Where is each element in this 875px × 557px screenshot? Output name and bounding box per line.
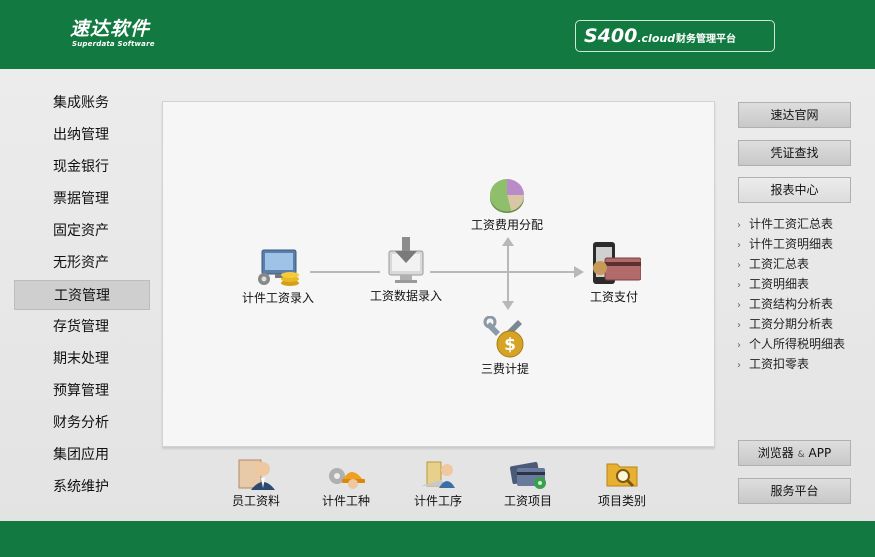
wage-item-icon [509,462,546,489]
tool-employee-info[interactable]: 员工资料 [222,458,290,509]
chevron-right-icon: › [737,300,741,311]
report-link-piece-wage-summary[interactable]: › 计件工资汇总表 [737,214,867,234]
chevron-right-icon: › [737,320,741,331]
flow-piece-wage-entry-label: 计件工资录入 [241,291,314,305]
logo-en-text: Superdata Software [72,40,155,48]
platform-brand: S400.cloud [584,25,675,50]
logo-cn-text: 速达软件 [70,18,151,40]
nav-item-bills[interactable]: 票据管理 [53,191,109,207]
nav-item-intangible-assets[interactable]: 无形资产 [53,255,109,271]
nav-item-payroll[interactable]: 工资管理 [14,280,150,310]
report-label: 工资汇总表 [749,257,810,271]
arrow-up-icon [502,237,514,246]
report-link-piece-wage-detail[interactable]: › 计件工资明细表 [737,234,867,254]
chevron-right-icon: › [737,340,741,351]
browser-app-amp: & [797,450,805,460]
report-link-wage-detail[interactable]: › 工资明细表 [737,274,867,294]
report-label: 计件工资汇总表 [749,217,834,231]
tool-item-category[interactable]: 项目类别 [588,458,656,509]
arrow-down-icon [502,301,514,310]
chevron-right-icon: › [737,360,741,371]
report-label: 工资分期分析表 [749,317,834,331]
nav-item-cash-bank[interactable]: 现金银行 [53,159,109,175]
nav-item-budget[interactable]: 预算管理 [53,383,109,399]
flow-wage-data-entry[interactable]: 工资数据录入 [366,237,446,304]
report-link-income-tax[interactable]: › 个人所得税明细表 [737,334,867,354]
worker-icon [329,468,365,489]
category-search-icon [606,463,638,488]
company-logo: 速达软件 Superdata Software [70,18,155,48]
nav-item-fixed-assets[interactable]: 固定资产 [53,223,109,239]
platform-brand-suffix: .cloud [637,32,676,45]
chevron-right-icon: › [737,260,741,271]
flow-wage-payment-label: 工资支付 [589,290,638,304]
flow-wage-data-entry-label: 工资数据录入 [369,289,442,303]
flow-three-fees-provision-label: 三费计提 [480,362,529,376]
flow-wage-payment[interactable]: 工资支付 [582,240,646,305]
nav-item-cashier[interactable]: 出纳管理 [53,127,109,143]
tools-dollar-icon: $ [483,316,524,358]
voucher-query-button[interactable]: 凭证查找 [738,140,851,166]
monitor-coins-icon [258,249,299,286]
report-center-header[interactable]: 报表中心 [738,177,851,203]
platform-title: 财务管理平台 [676,34,736,45]
tool-wage-items-label: 工资项目 [503,494,552,508]
report-link-wage-rounding[interactable]: › 工资扣零表 [737,354,867,374]
platform-badge: S400.cloud 财务管理平台 [575,20,775,52]
flow-wage-cost-allocation[interactable]: 工资费用分配 [464,174,550,233]
svg-text:$: $ [504,335,516,355]
nav-item-system-maintenance[interactable]: 系统维护 [53,479,109,495]
report-label: 工资结构分析表 [749,297,834,311]
service-platform-button[interactable]: 服务平台 [738,478,851,504]
flow-piece-wage-entry[interactable]: 计件工资录入 [238,247,318,306]
employee-icon [238,459,275,490]
tool-wage-items[interactable]: 工资项目 [494,458,562,509]
app-header: 速达软件 Superdata Software S400.cloud 财务管理平… [0,0,875,69]
tool-item-category-label: 项目类别 [597,494,646,508]
pie-chart-icon [489,179,525,213]
flow-wage-cost-allocation-label: 工资费用分配 [470,218,543,232]
report-list: › 计件工资汇总表 › 计件工资明细表 › 工资汇总表 › 工资明细表 › 工资结构分析表… [737,214,867,374]
official-site-button[interactable]: 速达官网 [738,102,851,128]
report-label: 个人所得税明细表 [749,337,846,351]
process-icon [421,461,455,488]
flow-connector [430,271,578,273]
download-monitor-icon [388,237,424,283]
nav-item-integrated-accounting[interactable]: 集成账务 [53,95,109,111]
chevron-right-icon: › [737,220,741,231]
arrow-right-icon [574,266,584,278]
report-label: 计件工资明细表 [749,237,834,251]
platform-brand-main: S400 [584,25,638,47]
tool-piece-work-type-label: 计件工种 [321,494,370,508]
phone-card-payment-icon [593,242,641,284]
chevron-right-icon: › [737,280,741,291]
nav-item-inventory[interactable]: 存货管理 [53,319,109,335]
browser-app-prefix: 浏览器 [757,446,794,460]
tool-piece-process-label: 计件工序 [413,494,462,508]
browser-app-suffix: APP [808,446,832,460]
tool-piece-work-type[interactable]: 计件工种 [312,458,380,509]
app-footer [0,521,875,557]
nav-item-period-end[interactable]: 期末处理 [53,351,109,367]
browser-app-button[interactable]: 浏览器 & APP [738,440,851,466]
report-label: 工资扣零表 [749,357,810,371]
report-link-wage-period[interactable]: › 工资分期分析表 [737,314,867,334]
tool-employee-info-label: 员工资料 [231,494,280,508]
report-link-wage-summary[interactable]: › 工资汇总表 [737,254,867,274]
report-link-wage-structure[interactable]: › 工资结构分析表 [737,294,867,314]
flow-connector [507,244,509,304]
nav-item-financial-analysis[interactable]: 财务分析 [53,415,109,431]
chevron-right-icon: › [737,240,741,251]
report-label: 工资明细表 [749,277,810,291]
tool-piece-process[interactable]: 计件工序 [404,458,472,509]
nav-item-group-apps[interactable]: 集团应用 [53,447,109,463]
flow-connector [310,271,380,273]
flow-three-fees-provision[interactable]: $ 三费计提 [470,316,540,377]
